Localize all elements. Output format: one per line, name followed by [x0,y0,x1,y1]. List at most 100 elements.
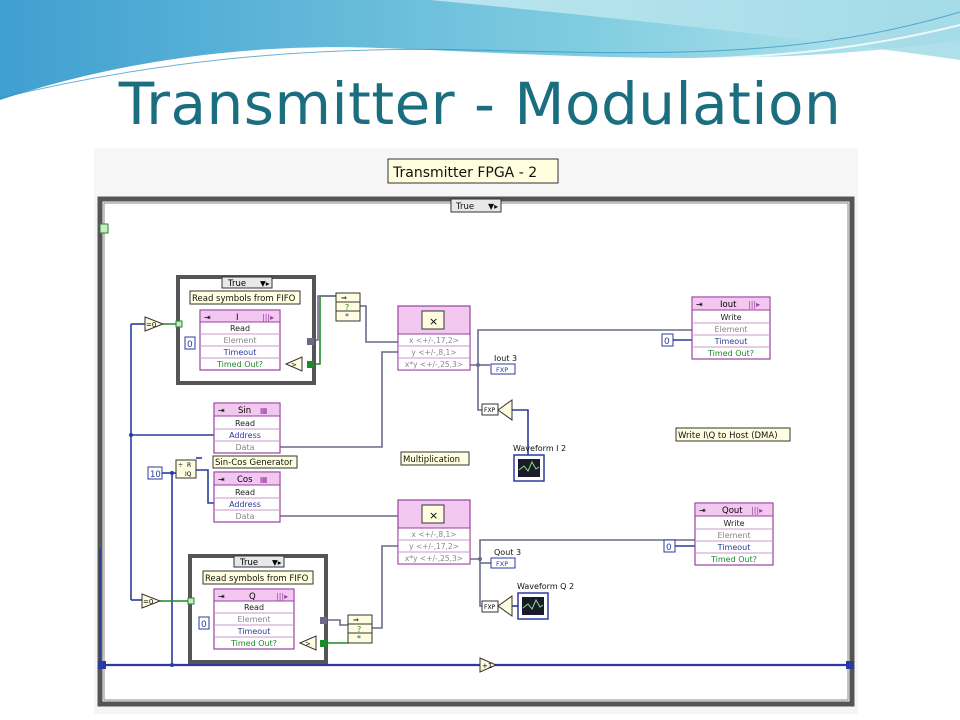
select-i-q: ? [345,303,349,312]
qr-r: R [187,462,191,469]
label-multiplication [400,451,470,466]
iout-row-timeout: Timeout [714,337,748,346]
increment-node[interactable]: +1 [479,657,498,673]
case-selector-label: True [455,202,474,212]
memory-cos-node[interactable]: ⇥ Cos ▦ Read Address Data [213,471,281,523]
case-q-selector-label: True [239,558,258,568]
fifo-i-row-read: Read [230,324,250,333]
qr-divide-icon: ÷ [178,462,183,469]
select-q-arrow-icon: ⇒ [353,616,359,624]
const-timeout-q-text: 0 [201,620,207,630]
const-timeout-qout[interactable] [663,539,676,553]
label-read-fifo-i [189,290,301,305]
select-q-q: ? [357,625,361,634]
svg-text:>: > [291,361,297,369]
waveform-i-label: Waveform I 2 [513,444,566,453]
mult-bot-row-xy: x*y <+/-,25,3> [405,554,463,563]
indicator-iout3-label: Iout 3 [494,354,517,363]
label-dma [675,427,791,442]
fifo-i-read-arrow-icon: ⇥ [204,313,211,322]
sin-name: Sin [238,406,251,416]
indicator-iout3[interactable] [490,363,516,375]
tunnel-i-case-selector [175,320,183,328]
wires [99,295,852,667]
fifo-q-read-arrow-icon: ⇥ [218,592,225,601]
select-i-star: * [345,312,349,321]
const-timeout-iout[interactable] [661,333,674,347]
qr-iq: IQ [185,471,192,478]
case-q-arrows-icon: ▼▸ [272,558,282,567]
indicator-qout3-label: Qout 3 [494,548,521,557]
fifo-write-iout-node[interactable]: ⇥ Iout |||▸ Write Element Timeout Timed … [691,296,771,360]
const-10-text: 10 [150,470,161,480]
waveform-q-chart-icon[interactable] [517,592,549,620]
memory-sin-node[interactable]: ⇥ Sin ▦ Read Address Data [213,402,281,454]
not-gate-q[interactable]: > [298,635,317,651]
multiply-node-bottom[interactable]: × x <+/-,8,1> y <+/-,17,2> x*y <+/-,25,3… [397,499,471,565]
tunnel-i-bool [307,361,314,368]
indicator-qout3[interactable] [490,557,516,569]
select-node-i[interactable]: ⇒ ? * [335,292,361,322]
cos-address-wire [196,469,214,504]
indicator-qout3-fxp: FXP [496,560,508,568]
fxp-convert-q[interactable]: FXP [481,595,513,617]
fifo-q-row-read: Read [244,603,264,612]
iout-row-element: Element [714,325,747,334]
caption-text: Transmitter FPGA - 2 [392,165,537,181]
shift-register-left[interactable] [98,661,106,669]
fifo-i-name: I [236,313,239,323]
qout-fifo-icon: |||▸ [751,506,763,515]
const-timeout-qout-text: 0 [666,543,672,553]
fifo-i-row-timeout: Timeout [223,348,257,357]
iout-wire [470,329,692,366]
case-selector-terminal[interactable] [99,223,109,234]
fifo-q-row-timedout: Timed Out? [230,639,277,648]
multiply-node-top[interactable]: × x <+/-,17,2> y <+/-,8,1> x*y <+/-,25,3… [397,305,471,371]
iout-name: Iout [720,300,737,310]
fifo-q-row-element: Element [237,615,270,624]
label-sincos [212,455,298,469]
const-timeout-i[interactable] [184,336,196,350]
not-gate-i[interactable]: > [284,356,303,372]
label-read-fifo-i-text: Read symbols from FIFO [192,294,296,304]
const-timeout-q[interactable] [198,616,210,630]
fifo-q-fifo-icon: |||▸ [276,592,288,601]
label-read-fifo-q-text: Read symbols from FIFO [205,574,309,584]
const-10[interactable] [147,466,163,480]
qout-name: Qout [722,506,743,516]
case-selector[interactable]: True ▼▸ [450,198,502,213]
equal-zero-i[interactable]: =0 [144,316,165,332]
multiply-top-icon: × [429,315,438,328]
waveform-i-chart-icon[interactable] [513,454,545,482]
fifo-write-qout-node[interactable]: ⇥ Qout |||▸ Write Element Timeout Timed … [694,502,774,566]
i-symbol-wire [360,305,398,343]
select-q-star: * [357,634,361,643]
tunnel-i-data [307,338,314,345]
label-dma-text: Write I\Q to Host (DMA) [678,431,778,441]
cos-read-arrow-icon: ⇥ [218,475,225,484]
qout-write-arrow-icon: ⇥ [699,506,706,515]
fxp-convert-i[interactable]: FXP [481,399,513,421]
shift-register-right[interactable] [846,661,854,669]
fifo-read-i-node[interactable]: ⇥ I |||▸ Read Element Timeout Timed Out? [199,309,281,371]
select-i-arrow-icon: ⇒ [341,294,347,302]
equal-zero-q[interactable]: =0 [141,593,162,609]
cos-row-data: Data [235,512,254,521]
mult-bot-row-x: x <+/-,8,1> [411,530,456,539]
indicator-iout3-fxp: FXP [496,366,508,374]
qout-row-element: Element [717,531,750,540]
sin-read-arrow-icon: ⇥ [218,406,225,415]
mult-top-row-y: y <+/-,8,1> [411,348,456,357]
mult-bot-row-y: y <+/-,17,2> [409,542,459,551]
cos-row-address: Address [229,500,261,509]
quotient-remainder-node[interactable]: ÷ R IQ [175,459,197,479]
case-i-arrows-icon: ▼▸ [260,279,270,288]
fifo-read-q-node[interactable]: ⇥ Q |||▸ Read Element Timeout Timed Out? [213,588,295,650]
qout-row-write: Write [723,519,744,528]
cos-row-read: Read [235,488,255,497]
fifo-i-row-element: Element [223,336,256,345]
select-node-q[interactable]: ⇒ ? * [347,614,373,644]
qout-row-timeout: Timeout [717,543,751,552]
q-symbol-wire [372,545,398,629]
